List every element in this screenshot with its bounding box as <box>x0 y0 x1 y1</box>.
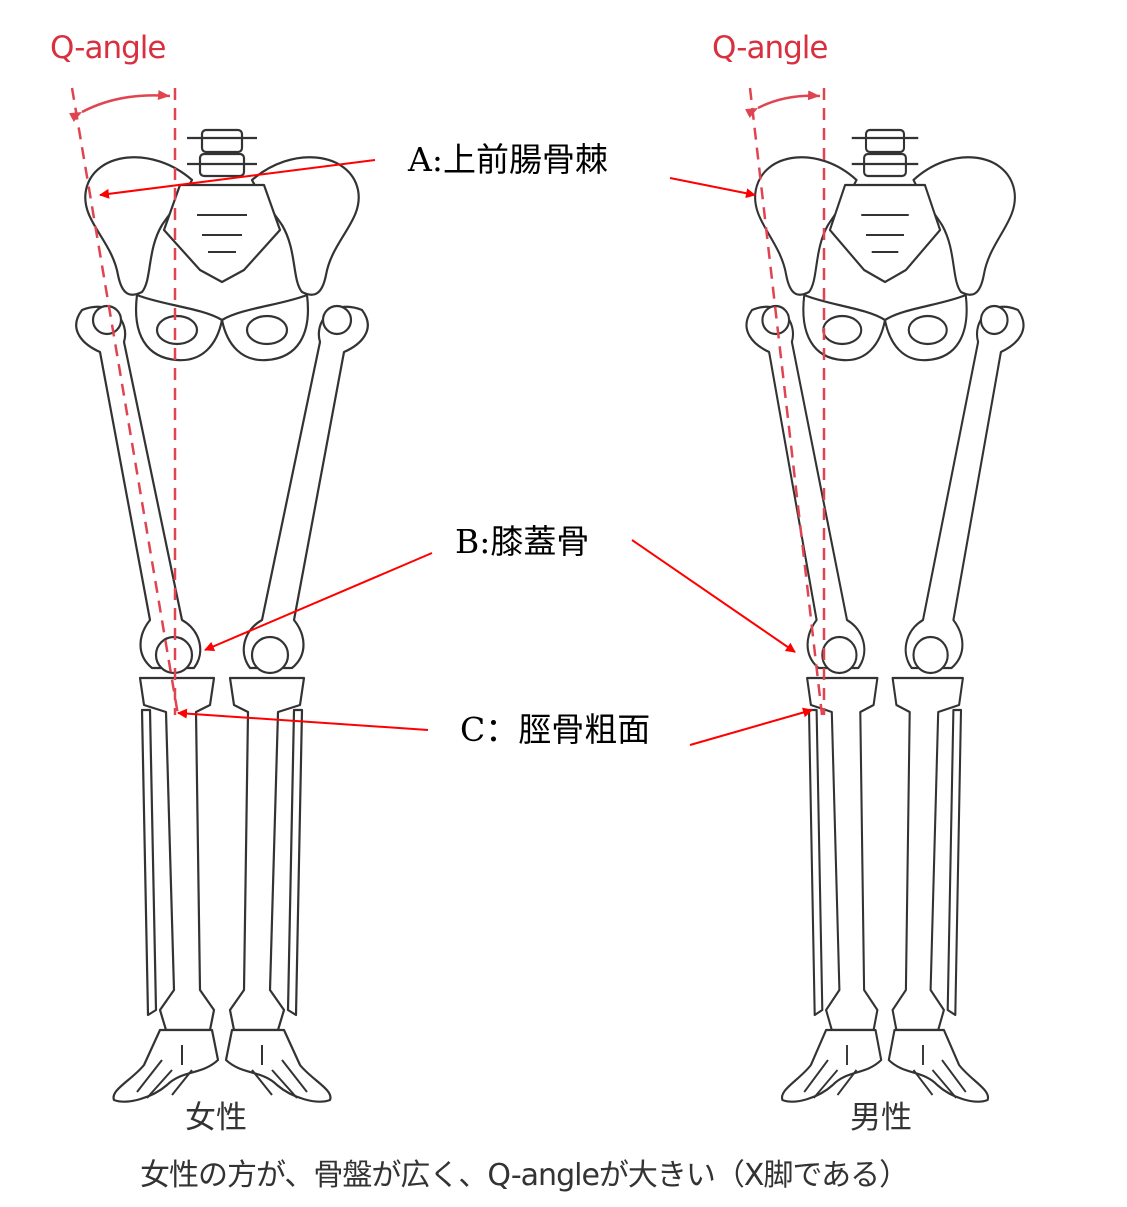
caption: 女性の方が、骨盤が広く、Q-angleが大きい（X脚である） <box>140 1158 909 1193</box>
pointer-arrows <box>99 159 813 746</box>
arrow-c-female <box>177 708 429 731</box>
arrow-a-female <box>99 159 376 199</box>
male-q-angle-lines <box>745 87 826 716</box>
female-q-angle-lines <box>69 87 180 716</box>
label-tibial-tuberosity: C：脛骨粗面 <box>460 710 651 749</box>
label-female: 女性 <box>185 1100 247 1136</box>
label-male: 男性 <box>850 1100 912 1136</box>
q-angle-label-male: Q-angle <box>712 30 828 66</box>
arrow-c-male <box>689 707 813 746</box>
male-skeleton <box>746 130 1023 1102</box>
arrow-a-male <box>669 177 756 199</box>
arrow-b-female <box>204 552 433 652</box>
q-angle-label-female: Q-angle <box>50 30 166 66</box>
arrow-b-male <box>631 539 796 653</box>
label-patella: B:膝蓋骨 <box>455 522 590 561</box>
female-skeleton <box>76 130 368 1102</box>
label-asis: A:上前腸骨棘 <box>408 140 608 179</box>
